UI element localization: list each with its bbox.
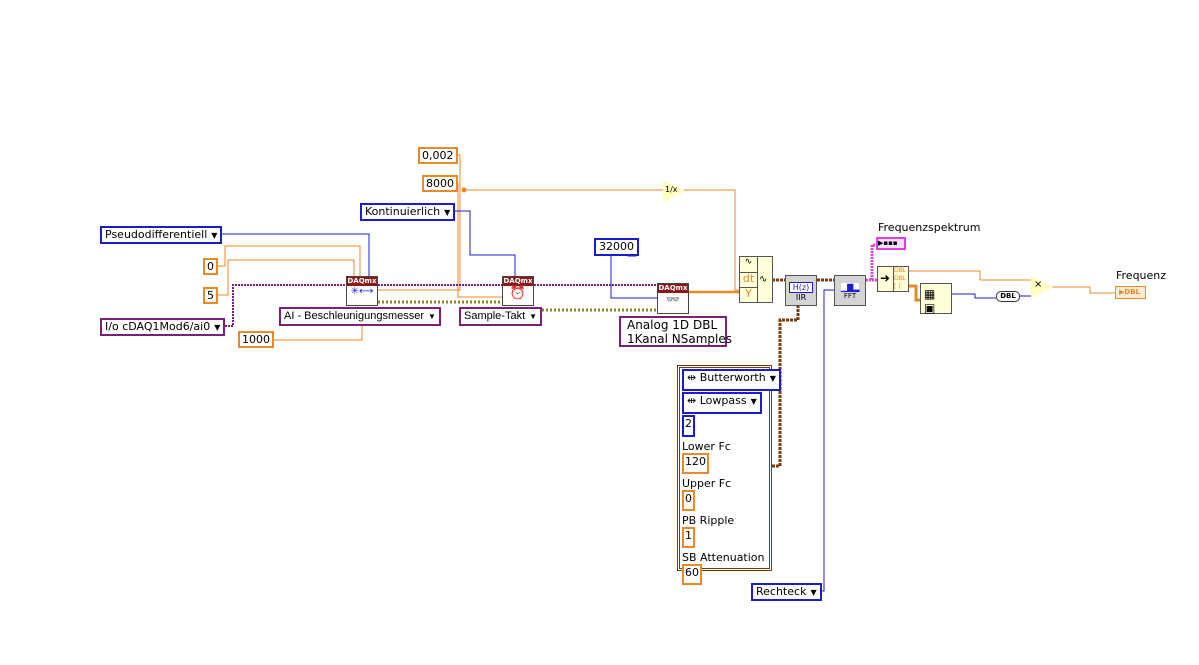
lower-fc-label: Lower Fc <box>682 440 731 453</box>
frequency-label: Frequenz <box>1116 269 1167 282</box>
dropdown-arrow-icon: ▼ <box>769 374 776 383</box>
build-waveform-node[interactable]: ∿ dt Y ∿ <box>739 256 773 303</box>
fft-vi[interactable]: ▁▇▂FFT <box>834 275 866 306</box>
daqmx-timing-vi[interactable]: DAQmx⏰ <box>502 276 534 306</box>
window-value: Rechteck <box>756 585 807 598</box>
rate-constant[interactable]: 8000 <box>422 175 458 192</box>
array-terminal: [ ] <box>894 283 901 290</box>
lower-fc-field[interactable]: 120 <box>682 453 709 474</box>
glasses-icon: 👓 <box>666 293 680 306</box>
io-icon: I/o <box>105 320 123 333</box>
samples-constant[interactable]: 32000 <box>594 238 639 256</box>
sb-attenuation-field[interactable]: 60 <box>682 564 702 585</box>
max-constant[interactable]: 5 <box>203 287 218 304</box>
daqmx-header: DAQmx <box>347 277 377 286</box>
clock-icon: ⏰ <box>509 286 527 301</box>
dropdown-arrow-icon: ▼ <box>214 323 221 332</box>
filter-type-value: Butterworth <box>699 371 766 384</box>
order-field[interactable]: 2 <box>682 415 695 437</box>
daqmx-read-vi[interactable]: DAQmx👓 <box>657 283 689 314</box>
transfer-function-icon: H(z) <box>789 282 813 293</box>
filter-cluster[interactable]: ⇹ Butterworth▼ ⇹ Lowpass▼ 2 Lower Fc 120… <box>677 365 781 585</box>
read-type-line2: 1Kanal NSamples <box>627 332 732 346</box>
dt-terminal: dt <box>740 272 758 288</box>
upper-fc-field[interactable]: 0 <box>682 490 695 511</box>
pb-ripple-label: PB Ripple <box>682 514 735 527</box>
min-constant[interactable]: 0 <box>203 258 218 275</box>
channel-type-selector[interactable]: AI - Beschleunigungsmesser▼ <box>279 307 441 326</box>
timing-type-selector[interactable]: Sample-Takt▼ <box>459 307 543 326</box>
dropdown-arrow-icon: ▼ <box>211 231 218 240</box>
channel-type-value: AI - Beschleunigungsmesser <box>284 310 425 322</box>
array-icon: ▦ ▣ <box>924 287 936 315</box>
pb-ripple-field[interactable]: 1 <box>682 527 695 548</box>
iir-label: IIR <box>795 293 807 302</box>
dropdown-arrow-icon: ▼ <box>810 588 817 597</box>
terminal-config-value: Pseudodifferentiell <box>105 228 208 241</box>
sb-attenuation-label: SB Attenuation <box>682 551 765 564</box>
filter-type-enum[interactable]: ⇹ Butterworth▼ <box>682 369 781 391</box>
terminal-config-enum[interactable]: Pseudodifferentiell▼ <box>100 226 223 244</box>
dt-constant[interactable]: 0,002 <box>418 147 458 164</box>
waveform-icon: ∿ <box>740 257 758 273</box>
read-type-line1: Analog 1D DBL <box>627 318 718 332</box>
dropdown-arrow-icon: ▼ <box>750 397 757 406</box>
fft-label: FFT <box>843 292 857 300</box>
dbl-terminal: DBL <box>894 267 907 274</box>
iir-filter-vi[interactable]: H(z)IIR <box>785 275 817 306</box>
sample-mode-enum[interactable]: Kontinuierlich▼ <box>360 203 456 221</box>
dropdown-arrow-icon: ▼ <box>444 208 451 217</box>
spectrum-icon: ▁▇▂ <box>841 283 860 292</box>
upper-fc-label: Upper Fc <box>682 477 732 490</box>
create-channel-icon: ✳⟷ <box>350 286 374 297</box>
arrow-right-icon: ➜ <box>880 271 891 285</box>
daqmx-header: DAQmx <box>658 284 688 293</box>
sample-mode-value: Kontinuierlich <box>365 205 441 218</box>
dbl-terminal: DBL <box>894 275 907 282</box>
timing-type-value: Sample-Takt <box>464 310 526 322</box>
dropdown-arrow-icon: ▼ <box>529 312 538 321</box>
daqmx-header: DAQmx <box>503 277 533 286</box>
y-terminal: Y <box>740 287 758 302</box>
channel-constant[interactable]: I/o cDAQ1Mod6/ai0▼ <box>100 318 226 336</box>
window-enum[interactable]: Rechteck▼ <box>751 583 822 601</box>
spectrum-indicator[interactable]: ▶▪▪▪ <box>876 237 906 250</box>
dbl-type: DBL <box>1124 288 1140 296</box>
spectrum-label: Frequenzspektrum <box>878 221 981 234</box>
array-max-min-node[interactable]: ▦ ▣ <box>920 283 952 315</box>
waveform-out-icon: ∿ <box>759 274 768 285</box>
filter-mode-value: Lowpass <box>699 394 747 407</box>
sensitivity-constant[interactable]: 1000 <box>238 331 274 348</box>
filter-mode-enum[interactable]: ⇹ Lowpass▼ <box>682 392 762 414</box>
daqmx-create-channel-vi[interactable]: DAQmx✳⟷ <box>346 276 378 306</box>
to-dbl-conversion[interactable]: DBL <box>996 291 1020 302</box>
channel-value: cDAQ1Mod6/ai0 <box>122 320 211 333</box>
dropdown-arrow-icon: ▼ <box>428 312 436 321</box>
frequency-indicator[interactable]: ▶DBL <box>1115 286 1146 299</box>
